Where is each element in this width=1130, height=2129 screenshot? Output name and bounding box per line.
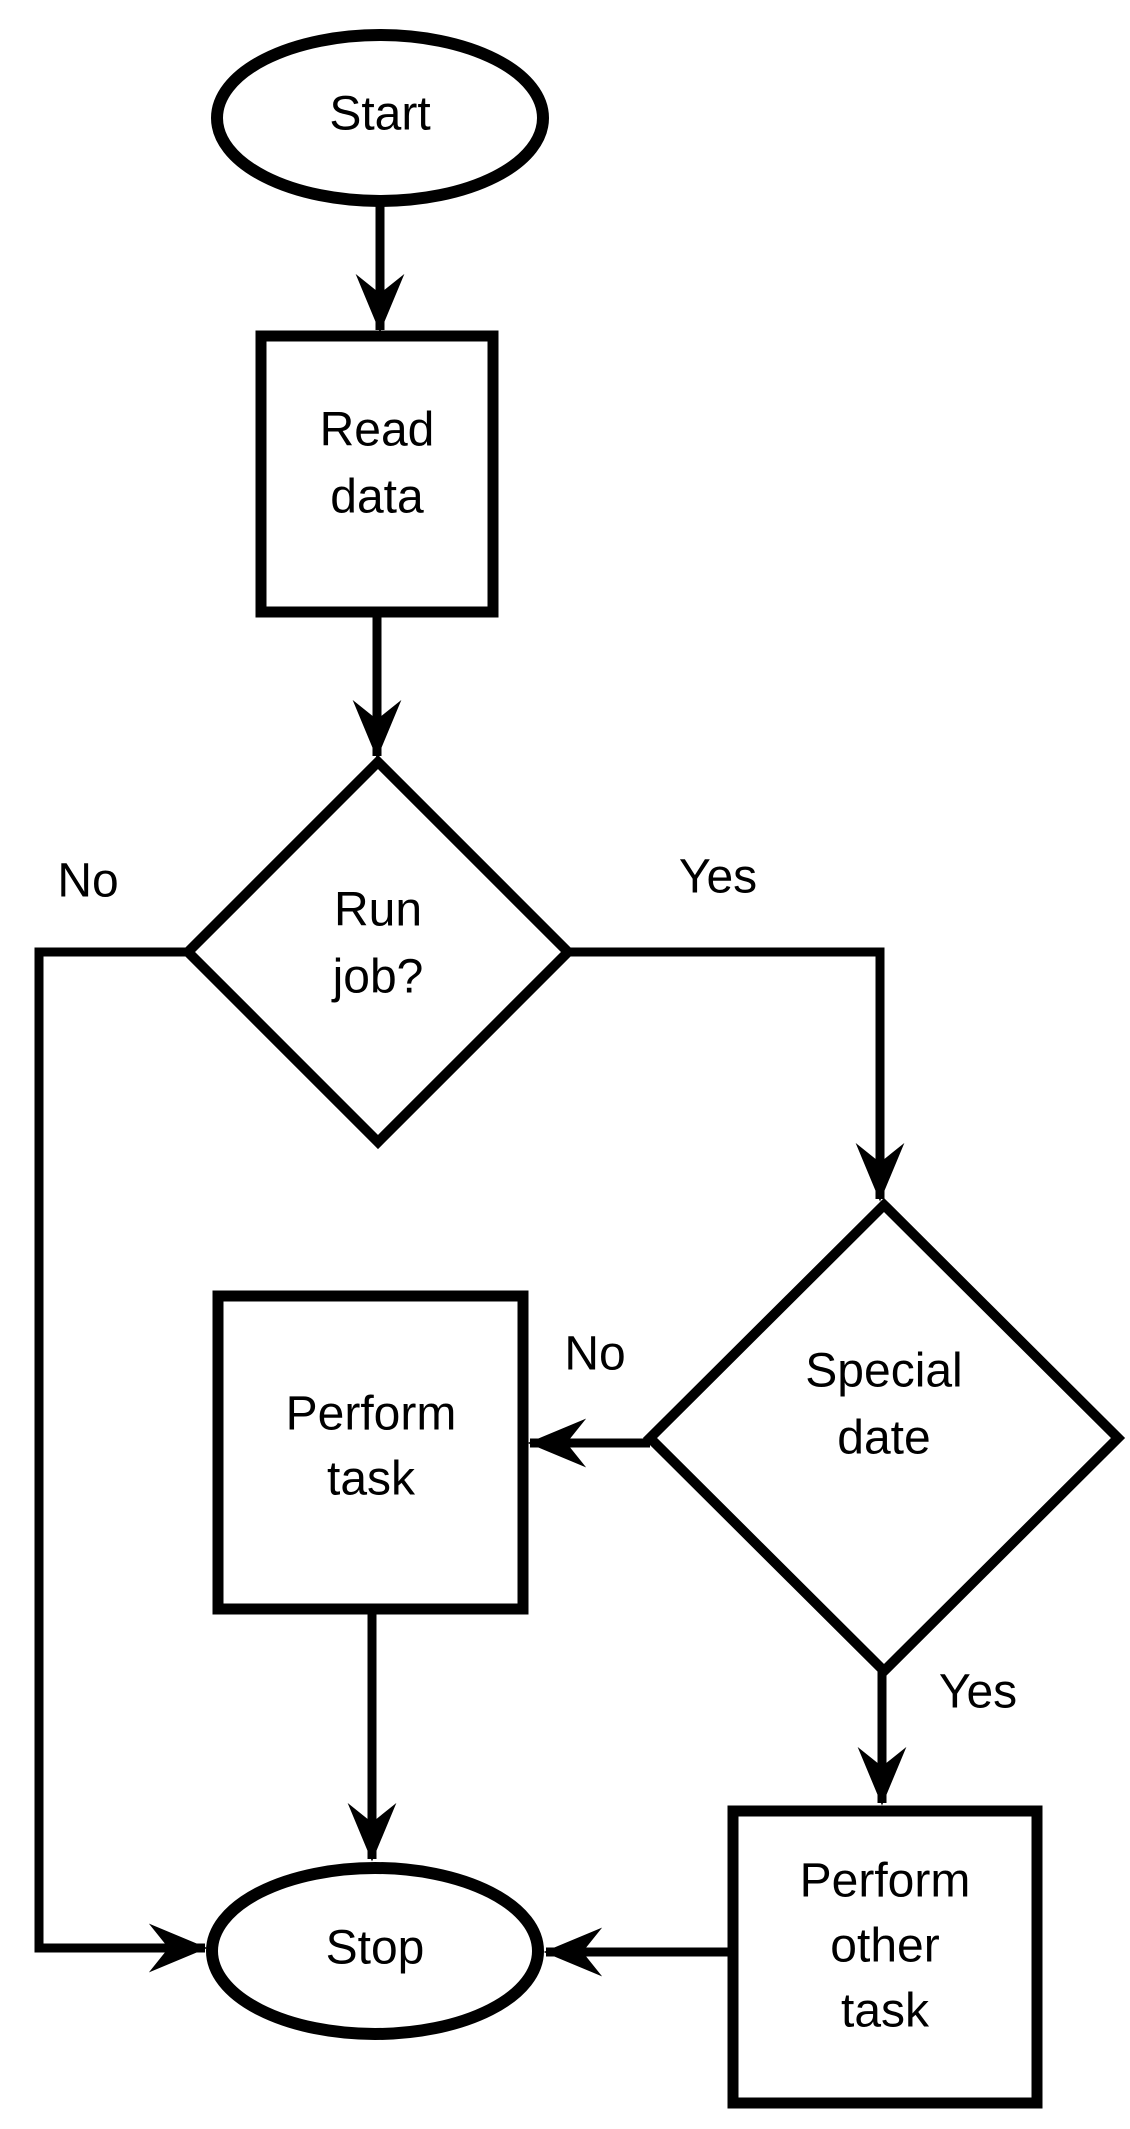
perform-task-label-line1: Perform bbox=[286, 1388, 457, 1441]
perform-other-task-process-shape bbox=[727, 1805, 1043, 2109]
stop-terminator-shape bbox=[206, 1862, 544, 2040]
stop-label: Stop bbox=[326, 1922, 425, 1975]
edge-run-job-yes-to-special-date bbox=[568, 947, 905, 1202]
run-job-no-label: No bbox=[57, 855, 118, 908]
run-job-decision-shape bbox=[180, 754, 576, 1150]
special-date-yes-label: Yes bbox=[939, 1666, 1017, 1719]
special-date-label-line1: Special bbox=[805, 1345, 962, 1398]
run-job-label-line1: Run bbox=[334, 884, 422, 937]
run-job-label-line2: job? bbox=[331, 951, 424, 1004]
read-data-process-shape bbox=[255, 330, 499, 618]
read-data-label-line1: Read bbox=[320, 404, 435, 457]
perform-other-task-label-line2: other bbox=[830, 1920, 939, 1973]
perform-other-task-label-line1: Perform bbox=[800, 1855, 971, 1908]
run-job-yes-label: Yes bbox=[679, 851, 757, 904]
special-date-label-line2: date bbox=[837, 1412, 930, 1465]
edge-run-job-no-to-stop bbox=[34, 947, 208, 1973]
perform-task-label-line2: task bbox=[327, 1453, 416, 1506]
perform-other-task-label-line3: task bbox=[841, 1985, 930, 2038]
special-date-decision-shape bbox=[642, 1197, 1126, 1679]
read-data-label-line2: data bbox=[330, 471, 424, 524]
start-terminator-shape bbox=[211, 29, 549, 207]
special-date-no-label: No bbox=[564, 1328, 625, 1381]
perform-task-process-shape bbox=[212, 1290, 529, 1615]
start-label: Start bbox=[329, 88, 430, 141]
